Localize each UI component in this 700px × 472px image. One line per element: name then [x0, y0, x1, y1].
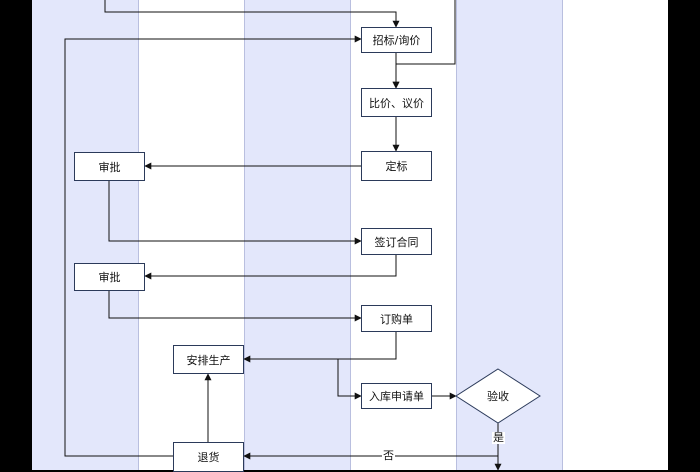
decision-diamond-shape [455, 368, 541, 424]
edge-shenpi2-dinggou [108, 291, 362, 322]
node-dingbiao: 定标 [361, 151, 432, 181]
swimlane-divider [350, 0, 351, 470]
edge-qianding-shenpi2 [144, 255, 397, 280]
swimlane-divider [138, 0, 139, 470]
edge-tuihuo-loop [64, 35, 362, 457]
node-anpai: 安排生产 [173, 345, 244, 374]
edge-label-no: 否 [382, 449, 395, 462]
swimlane-divider [562, 0, 563, 470]
node-qianding: 签订合同 [361, 228, 432, 255]
swimlane-divider [456, 0, 457, 470]
edge-dinggou-anpai [243, 332, 397, 363]
swimlane-6 [562, 0, 668, 470]
node-shenpi-2: 审批 [74, 263, 145, 291]
swimlane-2 [138, 0, 244, 470]
edge-label-yes: 是 [492, 431, 505, 444]
edge-anpai-ruku [244, 358, 362, 400]
node-yanshou: 验收 [487, 390, 509, 403]
swimlane-3 [244, 0, 350, 470]
swimlane-1 [32, 0, 138, 470]
edge-shenpi1-qianding [108, 181, 362, 245]
node-bijia: 比价、议价 [361, 88, 432, 117]
edge-top-to-zhaobiao [104, 0, 400, 28]
node-dinggou: 订购单 [361, 305, 432, 332]
node-zhaobiao: 招标/询价 [361, 27, 432, 53]
node-tuihuo: 退货 [173, 442, 244, 472]
node-shenpi-1: 审批 [74, 152, 145, 181]
swimlane-divider [244, 0, 245, 470]
node-ruku: 入库申请单 [361, 383, 432, 409]
